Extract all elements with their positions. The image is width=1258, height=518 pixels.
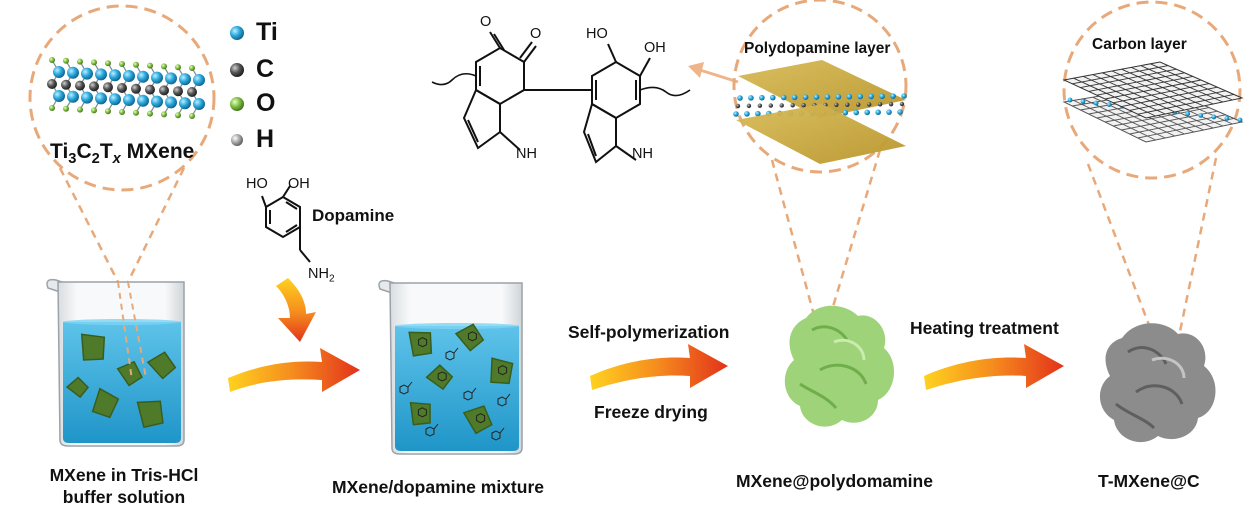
pda-oh-label: OH (644, 40, 666, 56)
stage4-caption: T-MXene@C (1098, 471, 1200, 491)
o-atom-icon (230, 97, 244, 111)
step-freeze-label: Freeze drying (594, 402, 708, 422)
arrow-heating (924, 344, 1064, 390)
dopamine-ho-label: HO (246, 176, 268, 192)
atom-legend (230, 26, 244, 146)
mxene-flakes-icon (65, 333, 177, 429)
stage1-caption: MXene in Tris-HCl buffer solution (26, 464, 222, 508)
h-atom-icon (231, 134, 243, 146)
pda-nh-right-label: NH (632, 146, 653, 162)
mxene-lattice-icon (47, 57, 205, 119)
mxene-zoom-title: Ti3C2Tx MXene (50, 140, 195, 168)
c-atom-icon (230, 63, 244, 77)
beaker-mxene (46, 278, 185, 447)
arrow-polymerization (590, 344, 728, 390)
pda-o1-label: O (480, 14, 492, 30)
stage1-caption-line2: buffer solution (62, 487, 186, 507)
pda-o2-label: O (530, 26, 542, 42)
polydopamine-structure-icon (431, 31, 691, 164)
carbon-zoom (1062, 0, 1244, 371)
step-heating-label: Heating treatment (910, 318, 1059, 338)
pda-ho-label: HO (586, 26, 608, 42)
dopamine-nh2-label: NH2 (308, 266, 335, 285)
stage1-caption-line1: MXene in Tris-HCl (49, 465, 199, 485)
arrow-dopamine-down (276, 278, 316, 342)
dopamine-molecule-icon (261, 185, 311, 263)
legend-o-label: O (256, 89, 276, 117)
stage3-caption: MXene@polydomamine (736, 471, 933, 491)
carbon-layer-title: Carbon layer (1092, 36, 1187, 53)
mxene-zoom (28, 4, 216, 283)
beaker-mixture (378, 279, 523, 455)
step-polymerization-label: Self-polymerization (568, 322, 730, 342)
dopamine-oh-label: OH (288, 176, 310, 192)
pda-zoom (732, 0, 908, 331)
legend-ti-label: Ti (256, 18, 278, 46)
carbon-mesh-icon (1062, 61, 1244, 143)
ti-atom-icon (230, 26, 244, 40)
pda-layer-title: Polydopamine layer (744, 40, 891, 57)
dopamine-label: Dopamine (312, 206, 395, 225)
mixture-flakes-icon (399, 323, 514, 441)
t-mxene-c-product-icon (1099, 323, 1216, 443)
pda-nh-left-label: NH (516, 146, 537, 162)
legend-c-label: C (256, 55, 275, 83)
stage2-caption: MXene/dopamine mixture (332, 477, 544, 497)
arrow-add-dopamine (228, 348, 360, 392)
legend-h-label: H (256, 125, 275, 153)
mxene-pda-product-icon (784, 305, 895, 427)
arrow-structure-link (688, 62, 739, 84)
